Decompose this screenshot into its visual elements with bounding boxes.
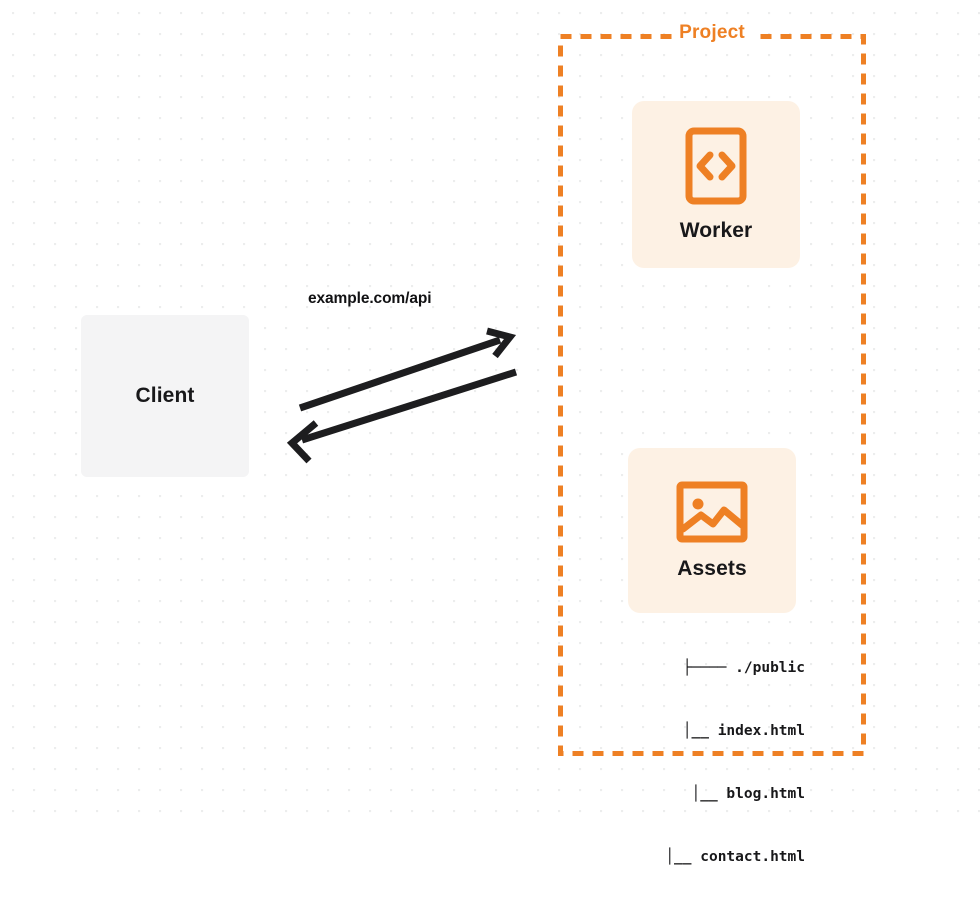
code-brackets-icon	[685, 127, 747, 205]
file-tree-row: │__ blog.html	[600, 784, 806, 805]
file-tree-name: index.html	[717, 723, 805, 739]
file-tree-row: │__ index.html	[600, 721, 805, 742]
client-node[interactable]: Client	[81, 315, 249, 477]
project-group: Project	[558, 22, 866, 756]
file-tree-name: contact.html	[700, 849, 805, 865]
file-tree-row: │__ contact.html	[600, 847, 805, 868]
request-arrow-icon	[298, 327, 517, 412]
response-arrow-icon	[286, 368, 518, 464]
file-tree-row: ├──── ./public	[600, 658, 805, 679]
file-tree-name: ./public	[735, 660, 805, 676]
client-node-label: Client	[135, 384, 195, 407]
project-group-border	[558, 34, 866, 756]
worker-card[interactable]: Worker	[632, 101, 800, 268]
file-tree-prefix: │__	[682, 723, 718, 739]
assets-card[interactable]: Assets	[628, 448, 796, 613]
file-tree-name: blog.html	[726, 786, 805, 802]
assets-card-label: Assets	[677, 556, 747, 580]
worker-card-label: Worker	[679, 218, 753, 242]
file-tree-prefix: │__	[691, 786, 727, 802]
file-tree-prefix: │__	[665, 849, 701, 865]
file-tree-prefix: ├────	[682, 660, 736, 676]
connector-label: example.com/api	[308, 290, 432, 307]
project-group-label: Project	[672, 22, 752, 44]
diagram-canvas: Client example.com/api Project Wo	[0, 0, 980, 865]
assets-file-tree: ├──── ./public │__ index.html │__ blog.h…	[600, 616, 805, 910]
image-icon	[676, 481, 748, 543]
